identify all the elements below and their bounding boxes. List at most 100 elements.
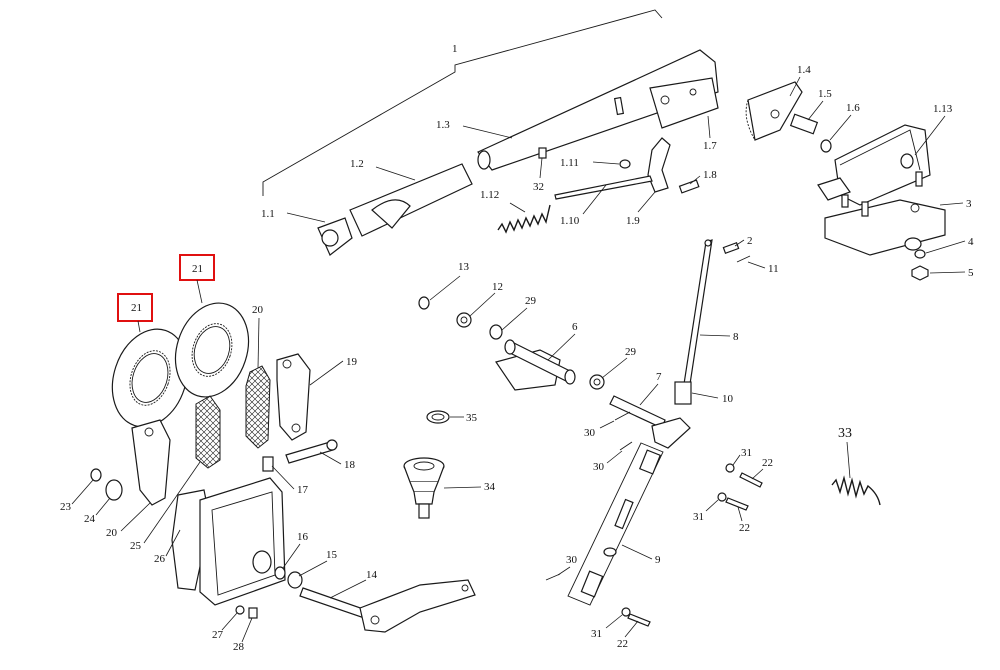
label-1-8: 1.8 <box>703 169 717 181</box>
label-22-c: 22 <box>617 638 628 650</box>
friction-disc-21-right <box>174 302 250 398</box>
label-3: 3 <box>966 198 972 210</box>
label-33: 33 <box>838 426 852 441</box>
label-31-a: 31 <box>741 447 752 459</box>
highlight-box-21-left <box>117 293 153 322</box>
label-27: 27 <box>212 629 224 641</box>
label-1-3: 1.3 <box>436 119 450 131</box>
label-8: 8 <box>733 331 739 343</box>
label-1-5: 1.5 <box>818 88 832 100</box>
return-spring-33 <box>831 475 881 506</box>
label-29-b: 29 <box>625 346 637 358</box>
label-24: 24 <box>84 513 96 525</box>
adjustable-link-9 <box>567 442 664 606</box>
label-2: 2 <box>747 235 753 247</box>
label-30-a: 30 <box>584 427 596 439</box>
actuator-plate-19 <box>276 353 311 441</box>
washer-4 <box>914 249 926 259</box>
label-28: 28 <box>233 641 245 653</box>
label-7: 7 <box>656 371 662 383</box>
label-11: 11 <box>768 263 779 275</box>
label-1-11: 1.11 <box>560 157 579 169</box>
label-1-2: 1.2 <box>350 158 364 170</box>
label-1-4: 1.4 <box>797 64 811 76</box>
circlip-13 <box>418 296 430 310</box>
label-14: 14 <box>366 569 378 581</box>
label-1-13: 1.13 <box>933 103 953 115</box>
clevis-10 <box>674 381 692 405</box>
pedal-lever-14 <box>299 579 476 633</box>
brake-shoe-20-b <box>195 395 221 469</box>
label-4: 4 <box>968 236 974 248</box>
label-35: 35 <box>466 412 478 424</box>
cross-shaft-7 <box>609 395 691 449</box>
label-30-c: 30 <box>566 554 578 566</box>
label-1-6: 1.6 <box>846 102 860 114</box>
label-34: 34 <box>484 481 496 493</box>
cotter-11 <box>736 255 751 263</box>
label-31-b: 31 <box>693 511 704 523</box>
bolt-32 <box>538 147 547 159</box>
washer-27 <box>235 605 245 615</box>
pin-22-a <box>739 472 763 488</box>
label-1-10: 1.10 <box>560 215 580 227</box>
label-25: 25 <box>130 540 142 552</box>
rubber-boot-34 <box>403 457 445 519</box>
nut-5 <box>911 265 929 281</box>
label-31-c: 31 <box>591 628 602 640</box>
label-21-left: 21 <box>131 302 142 314</box>
label-1-12: 1.12 <box>480 189 499 201</box>
clip-1-11 <box>619 159 631 169</box>
rod-1-10 <box>554 175 653 200</box>
assembly-1-bracket: 1 <box>262 9 663 196</box>
brake-shaft-assembly <box>317 49 719 256</box>
pin-1-8 <box>678 179 700 194</box>
label-19: 19 <box>346 356 358 368</box>
label-1-7: 1.7 <box>703 140 717 152</box>
label-21-right: 21 <box>192 263 203 275</box>
ring-1-6 <box>820 139 832 153</box>
ring-23 <box>90 468 102 482</box>
label-20-b: 20 <box>106 527 118 539</box>
brake-housing-26 <box>171 477 286 606</box>
rod-8 <box>683 239 713 385</box>
label-26: 26 <box>154 553 166 565</box>
label-9: 9 <box>655 554 661 566</box>
tab-washer-17 <box>262 456 274 472</box>
label-1: 1 <box>452 43 458 55</box>
label-15: 15 <box>326 549 338 561</box>
cotter-30-a <box>614 411 631 421</box>
label-12: 12 <box>492 281 503 293</box>
cotter-30-c <box>545 573 561 581</box>
label-18: 18 <box>344 459 356 471</box>
bolt-28 <box>248 607 258 619</box>
pin-2 <box>722 242 740 254</box>
label-5: 5 <box>968 267 974 279</box>
bush-24 <box>105 479 123 501</box>
toothed-sector-1-4 <box>745 81 803 141</box>
label-1-1: 1.1 <box>261 208 275 220</box>
label-6: 6 <box>572 321 578 333</box>
pin-22-b <box>725 497 749 511</box>
label-17: 17 <box>297 484 309 496</box>
label-30-b: 30 <box>593 461 605 473</box>
lever-1-9 <box>647 137 671 193</box>
label-29-a: 29 <box>525 295 537 307</box>
shaft-support-6 <box>495 339 576 391</box>
cotter-30-b <box>619 441 633 451</box>
ring-15 <box>287 571 303 589</box>
label-20-a: 20 <box>252 304 264 316</box>
washer-31-b <box>717 492 727 502</box>
label-22-a: 22 <box>762 457 773 469</box>
label-13: 13 <box>458 261 470 273</box>
spring-1-12 <box>497 204 551 234</box>
label-22-b: 22 <box>739 522 750 534</box>
brake-shoe-20-a <box>245 365 271 449</box>
bush-29-a <box>489 324 503 340</box>
pin-1-5 <box>789 113 819 135</box>
label-23: 23 <box>60 501 72 513</box>
friction-disc-21-left <box>111 328 189 428</box>
label-16: 16 <box>297 531 309 543</box>
label-32: 32 <box>533 181 544 193</box>
